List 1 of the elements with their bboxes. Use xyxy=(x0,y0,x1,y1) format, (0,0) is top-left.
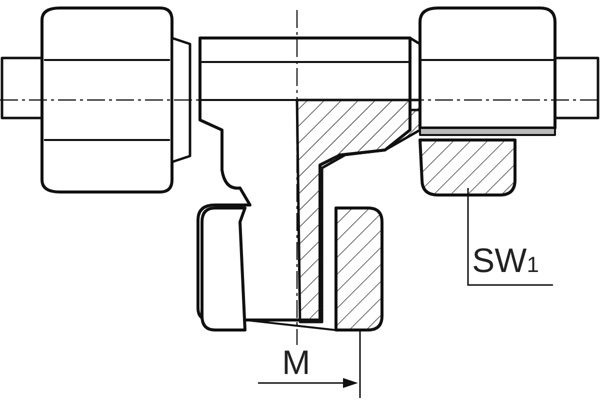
dimension-label: M xyxy=(282,346,310,380)
